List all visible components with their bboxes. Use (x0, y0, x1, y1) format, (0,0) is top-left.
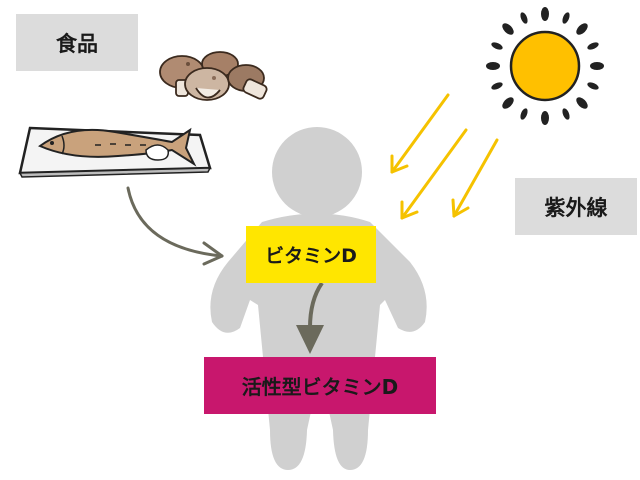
uv-label: 紫外線 (515, 178, 637, 235)
mushrooms-icon (159, 51, 268, 101)
uv-label-text: 紫外線 (544, 195, 608, 220)
sun-icon (486, 7, 604, 125)
person-silhouette-icon (210, 127, 427, 470)
uv-ray-arrow-icon (390, 93, 499, 220)
fish-plate-icon (18, 126, 212, 178)
vitamin-d-label: ビタミンD (246, 226, 376, 283)
vitamin-d-label-text: ビタミンD (265, 245, 357, 267)
food-label: 食品 (16, 14, 138, 71)
curved-arrow-icon (126, 186, 224, 266)
active-vitamin-d-label-text: 活性型ビタミンD (241, 375, 399, 399)
food-label-text: 食品 (56, 31, 98, 56)
active-vitamin-d-label: 活性型ビタミンD (204, 357, 436, 414)
down-arrow-icon (296, 281, 324, 354)
